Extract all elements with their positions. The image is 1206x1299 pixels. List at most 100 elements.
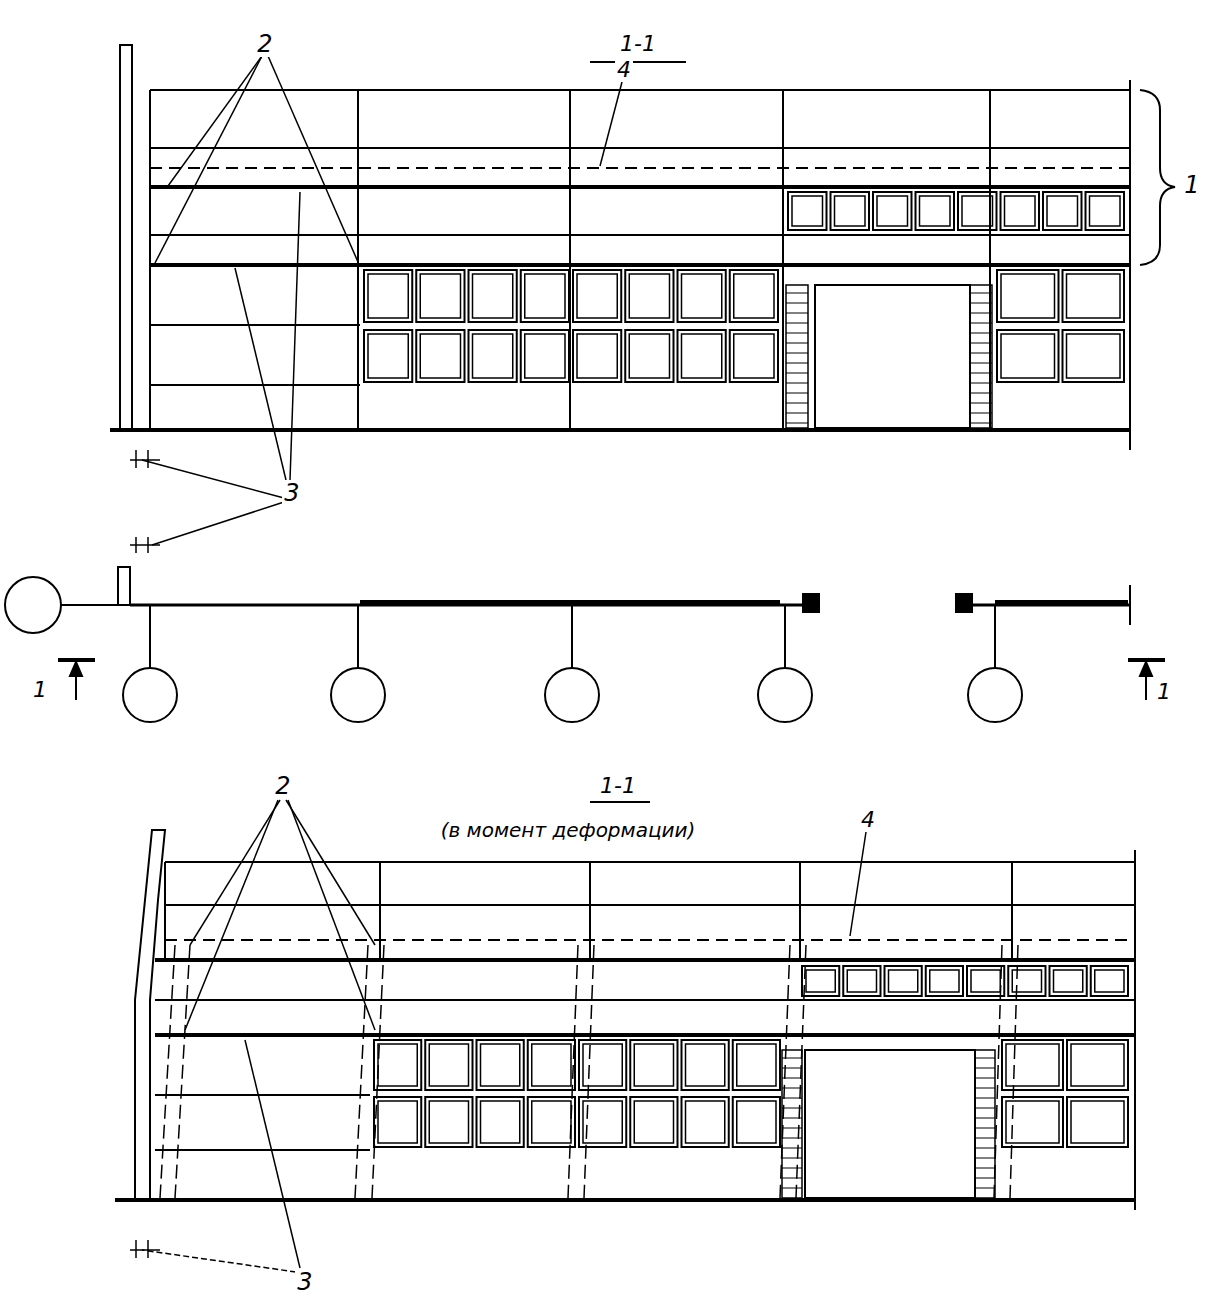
pilaster-course [970, 383, 992, 384]
axis-marker [968, 668, 1022, 722]
pilaster-course [782, 1148, 802, 1149]
pilaster-course [975, 1158, 995, 1159]
window-frame [579, 1097, 626, 1147]
window-frame [1067, 1097, 1128, 1147]
callout-number: 3 [295, 1269, 314, 1295]
dimension-tick [135, 450, 137, 468]
axis-line [61, 604, 118, 606]
callout-number: 4 [615, 58, 633, 82]
axis-marker [123, 668, 177, 722]
window-frame [1002, 1040, 1063, 1090]
window-pane [532, 1044, 571, 1086]
pilaster-course [782, 1118, 802, 1119]
window-pane [835, 196, 866, 226]
post [120, 45, 132, 430]
window-pane [686, 1101, 725, 1143]
leader-line [190, 800, 280, 945]
window-pane [806, 970, 835, 992]
window-frame [364, 270, 412, 322]
pilaster-course [975, 1138, 995, 1139]
leader-line [142, 460, 284, 498]
dashed-line [150, 167, 1130, 169]
window-pane [1054, 970, 1083, 992]
leader-line [600, 82, 622, 166]
elevation-deformed [115, 800, 1135, 1272]
window-frame [958, 192, 997, 230]
window-pane [682, 274, 722, 318]
window-frame [967, 966, 1004, 996]
pilaster-course [970, 323, 992, 324]
window-frame [678, 330, 726, 382]
window-pane [734, 274, 774, 318]
wall-line [155, 1094, 370, 1096]
pilaster-course [975, 1078, 995, 1079]
window-pane [532, 1101, 571, 1143]
window-frame [730, 270, 778, 322]
leader-line [155, 56, 262, 263]
pilaster-course [782, 1168, 802, 1169]
pilaster-course [970, 363, 992, 364]
window-frame [997, 270, 1059, 322]
window-pane [634, 1044, 673, 1086]
column [1011, 862, 1013, 960]
window-frame [1050, 966, 1087, 996]
window-pane [525, 334, 565, 378]
window-pane [473, 274, 513, 318]
dashed-line [165, 939, 1135, 941]
pilaster-plan [803, 594, 819, 612]
window-frame [625, 330, 673, 382]
window-frame [843, 966, 880, 996]
window-pane [1067, 334, 1121, 378]
window-frame [873, 192, 912, 230]
pilaster [782, 1050, 802, 1198]
leader-line [152, 502, 284, 545]
plan-view [5, 567, 1165, 722]
dimension-tick [147, 537, 149, 553]
window-frame [579, 1040, 626, 1090]
leader-line [288, 800, 375, 1030]
window-pane [1001, 274, 1055, 318]
break-line [1129, 80, 1131, 450]
pilaster-course [970, 293, 992, 294]
window-pane [481, 1044, 520, 1086]
window-pane [473, 334, 513, 378]
window-frame [733, 1040, 780, 1090]
leader-line [235, 268, 286, 480]
pilaster-course [970, 353, 992, 354]
wall-line [150, 147, 1130, 149]
column [379, 862, 381, 960]
window-frame [1086, 192, 1125, 230]
title-underline [590, 61, 686, 63]
window-frame [1067, 1040, 1128, 1090]
pilaster-course [975, 1108, 995, 1109]
window-pane [429, 1101, 468, 1143]
axis-marker [331, 668, 385, 722]
dimension-tick [147, 450, 149, 468]
door-opening [815, 285, 970, 428]
callout-number: 2 [255, 31, 274, 57]
title-underline [590, 801, 650, 803]
window-pane [629, 334, 669, 378]
column [164, 862, 166, 960]
pilaster-course [782, 1108, 802, 1109]
window-pane [1090, 196, 1121, 226]
pilaster-course [970, 343, 992, 344]
pilaster-course [970, 403, 992, 404]
pilaster-course [970, 313, 992, 314]
window-pane [481, 1101, 520, 1143]
leader-line [168, 56, 262, 186]
window-frame [1091, 966, 1128, 996]
section-title: 1-1 [618, 32, 658, 56]
pilaster-course [786, 403, 808, 404]
pilaster-course [975, 1118, 995, 1119]
wall-line [155, 999, 1135, 1001]
window-frame [625, 270, 673, 322]
elevation-top [110, 45, 1175, 553]
window-pane [1047, 196, 1078, 226]
window-frame [1063, 330, 1125, 382]
window-pane [629, 274, 669, 318]
beam [155, 958, 1135, 962]
pilaster-course [975, 1068, 995, 1069]
window-frame [374, 1097, 421, 1147]
post-plan [118, 567, 130, 605]
